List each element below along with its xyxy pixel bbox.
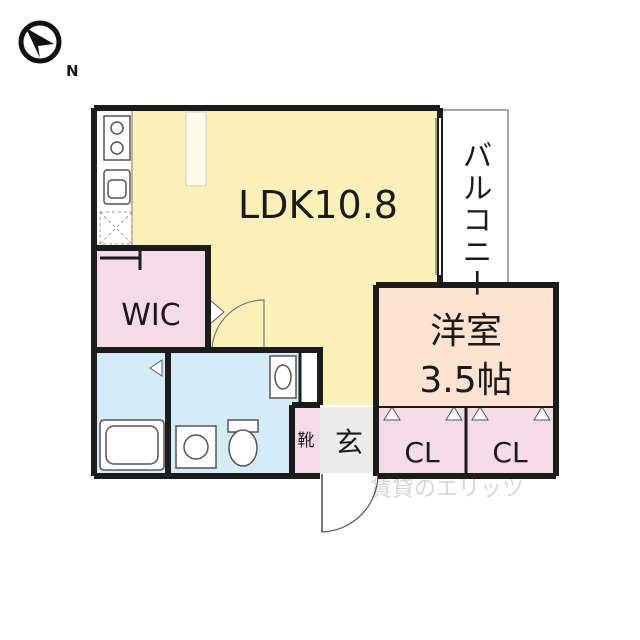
- closet-right-label: CL: [492, 436, 528, 469]
- compass-arrow-icon: [26, 28, 54, 58]
- closet-left-label: CL: [404, 436, 440, 469]
- washing-machine-icon: [175, 425, 217, 469]
- wash-basin-icon: [269, 355, 297, 399]
- shoe-box-floor: [292, 407, 320, 473]
- entrance-label: 玄: [335, 426, 363, 459]
- western-room-label-line1: 洋室: [430, 311, 502, 352]
- kitchen-stove-icon: [103, 115, 131, 161]
- ldk-floor: [96, 110, 440, 405]
- western-room-label-line2: 3.5帖: [419, 360, 512, 401]
- kitchen-sink-icon: [103, 169, 131, 205]
- wic-label: WIC: [121, 298, 180, 333]
- shoe-box-label: 靴: [298, 431, 315, 451]
- western-room-floor: [378, 285, 554, 407]
- balcony-label: バルコニー: [457, 140, 492, 300]
- entrance-door-swing: [321, 473, 379, 533]
- compass-north-label: N: [66, 62, 79, 80]
- bathtub-icon: [99, 419, 165, 471]
- toilet-icon: [227, 419, 259, 467]
- washroom-door-swing: [211, 299, 265, 349]
- walls: [91, 105, 559, 479]
- wall-details: [100, 250, 556, 476]
- ldk-label: LDK10.8: [238, 183, 398, 227]
- wic-floor: [96, 248, 208, 348]
- compass: N: [18, 20, 79, 80]
- bath-door-mark: [149, 359, 163, 377]
- ldk-partition-marker: [185, 111, 207, 187]
- fridge-space-icon: [99, 211, 133, 245]
- entrance-floor: [320, 407, 378, 473]
- closet-door-marks: [383, 406, 551, 421]
- watermark-text: 賃貸のエリッツ: [370, 477, 524, 502]
